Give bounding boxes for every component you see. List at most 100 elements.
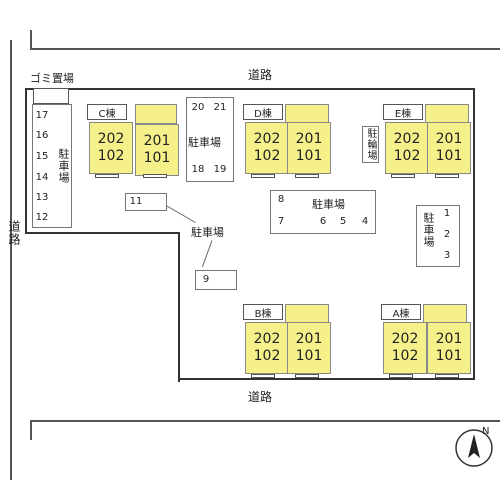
building-step	[251, 174, 275, 178]
parking-slot-box	[125, 193, 167, 211]
unit-number: 202	[253, 131, 281, 147]
unit-stack-left: 202 102	[245, 322, 289, 374]
building-step	[251, 374, 275, 378]
unit-number: 201	[435, 331, 463, 347]
garbage-label: ゴミ置場	[30, 72, 74, 85]
parking-slot: 12	[35, 212, 49, 223]
unit-number: 101	[295, 148, 323, 164]
building-name: D棟	[243, 104, 283, 120]
building-roof	[285, 104, 329, 124]
building-name: E棟	[383, 104, 423, 120]
parking-slot: 8	[277, 194, 285, 205]
building-b: B棟 202 102 201 101	[243, 304, 335, 378]
bottom-road-edge	[30, 420, 500, 422]
unit-stack-right: 201 101	[135, 124, 179, 176]
parking-slot: 19	[213, 164, 227, 175]
parking-slot: 15	[35, 151, 49, 162]
left-road-edge	[10, 40, 12, 480]
building-step	[391, 174, 415, 178]
unit-stack-right: 201 101	[427, 322, 471, 374]
unit-stack-right: 201 101	[287, 322, 331, 374]
unit-number: 202	[97, 131, 125, 147]
bicycle-parking-label: 駐輪場	[362, 126, 379, 163]
building-name: C棟	[87, 104, 127, 120]
north-arrow-icon	[455, 429, 493, 467]
unit-number: 201	[143, 133, 171, 149]
compass-letter: N	[482, 426, 490, 437]
parking-slot: 5	[339, 216, 347, 227]
unit-stack-left: 202 102	[89, 122, 133, 174]
building-step	[295, 374, 319, 378]
unit-number: 201	[435, 131, 463, 147]
unit-stack-left: 202 102	[245, 122, 289, 174]
building-c: C棟 202 102 201 101	[87, 104, 179, 178]
middle-parking-label: 駐車場	[312, 198, 345, 211]
bottom-road-label: 道路	[248, 390, 273, 404]
top-road-edge-end	[30, 30, 32, 50]
right-parking-block	[416, 205, 460, 267]
unit-number: 101	[295, 348, 323, 364]
parking-slot: 9	[202, 274, 210, 285]
unit-number: 102	[253, 148, 281, 164]
unit-number: 101	[435, 348, 463, 364]
parking-slot: 21	[213, 102, 227, 113]
unit-stack-right: 201 101	[427, 122, 471, 174]
building-d: D棟 202 102 201 101	[243, 104, 335, 178]
building-step	[95, 174, 119, 178]
parking-slot: 20	[191, 102, 205, 113]
parking-slot: 2	[443, 229, 451, 240]
unit-number: 102	[393, 148, 421, 164]
parking-slot: 16	[35, 130, 49, 141]
building-name: B棟	[243, 304, 283, 320]
unit-number: 101	[143, 150, 171, 166]
unit-number: 101	[435, 148, 463, 164]
building-step	[435, 174, 459, 178]
unit-stack-left: 202 102	[383, 322, 427, 374]
building-name: A棟	[381, 304, 421, 320]
left-parking-block	[32, 104, 72, 228]
unit-number: 102	[253, 348, 281, 364]
floating-parking-label: 駐車場	[191, 226, 224, 239]
building-step	[295, 174, 319, 178]
parking-slot: 17	[35, 110, 49, 121]
garbage-box	[33, 88, 69, 104]
parking-slot: 14	[35, 172, 49, 183]
parking-slot: 18	[191, 164, 205, 175]
building-roof	[425, 104, 469, 124]
lower-left-cutout	[25, 232, 180, 382]
top-road-label: 道路	[248, 68, 273, 82]
unit-number: 201	[295, 131, 323, 147]
building-e: E棟 202 102 201 101	[383, 104, 475, 178]
building-a: A棟 202 102 201 101	[381, 304, 473, 378]
unit-number: 202	[253, 331, 281, 347]
unit-number: 102	[391, 348, 419, 364]
parking-slot: 13	[35, 192, 49, 203]
bottom-road-edge-end	[30, 420, 32, 440]
building-roof	[135, 104, 177, 124]
parking-slot-box	[195, 270, 237, 290]
unit-number: 202	[391, 331, 419, 347]
parking-slot: 6	[319, 216, 327, 227]
right-parking-label: 駐車場	[422, 212, 435, 248]
compass: N	[454, 426, 494, 468]
building-step	[435, 374, 459, 378]
parking-slot: 4	[361, 216, 369, 227]
parking-slot: 11	[129, 196, 143, 207]
parking-slot: 3	[443, 250, 451, 261]
building-roof	[285, 304, 329, 324]
unit-number: 201	[295, 331, 323, 347]
left-road-label: 道路	[7, 220, 21, 246]
middle-parking-block	[270, 190, 376, 234]
building-step	[143, 174, 167, 178]
top-road-edge	[30, 48, 500, 50]
left-parking-label: 駐車場	[57, 148, 70, 184]
unit-number: 102	[97, 148, 125, 164]
unit-stack-left: 202 102	[385, 122, 429, 174]
building-step	[389, 374, 413, 378]
building-roof	[423, 304, 467, 324]
center-parking-block	[186, 97, 234, 182]
center-parking-label: 駐車場	[188, 136, 221, 149]
parking-slot: 7	[277, 216, 285, 227]
parking-slot: 1	[443, 208, 451, 219]
unit-number: 202	[393, 131, 421, 147]
